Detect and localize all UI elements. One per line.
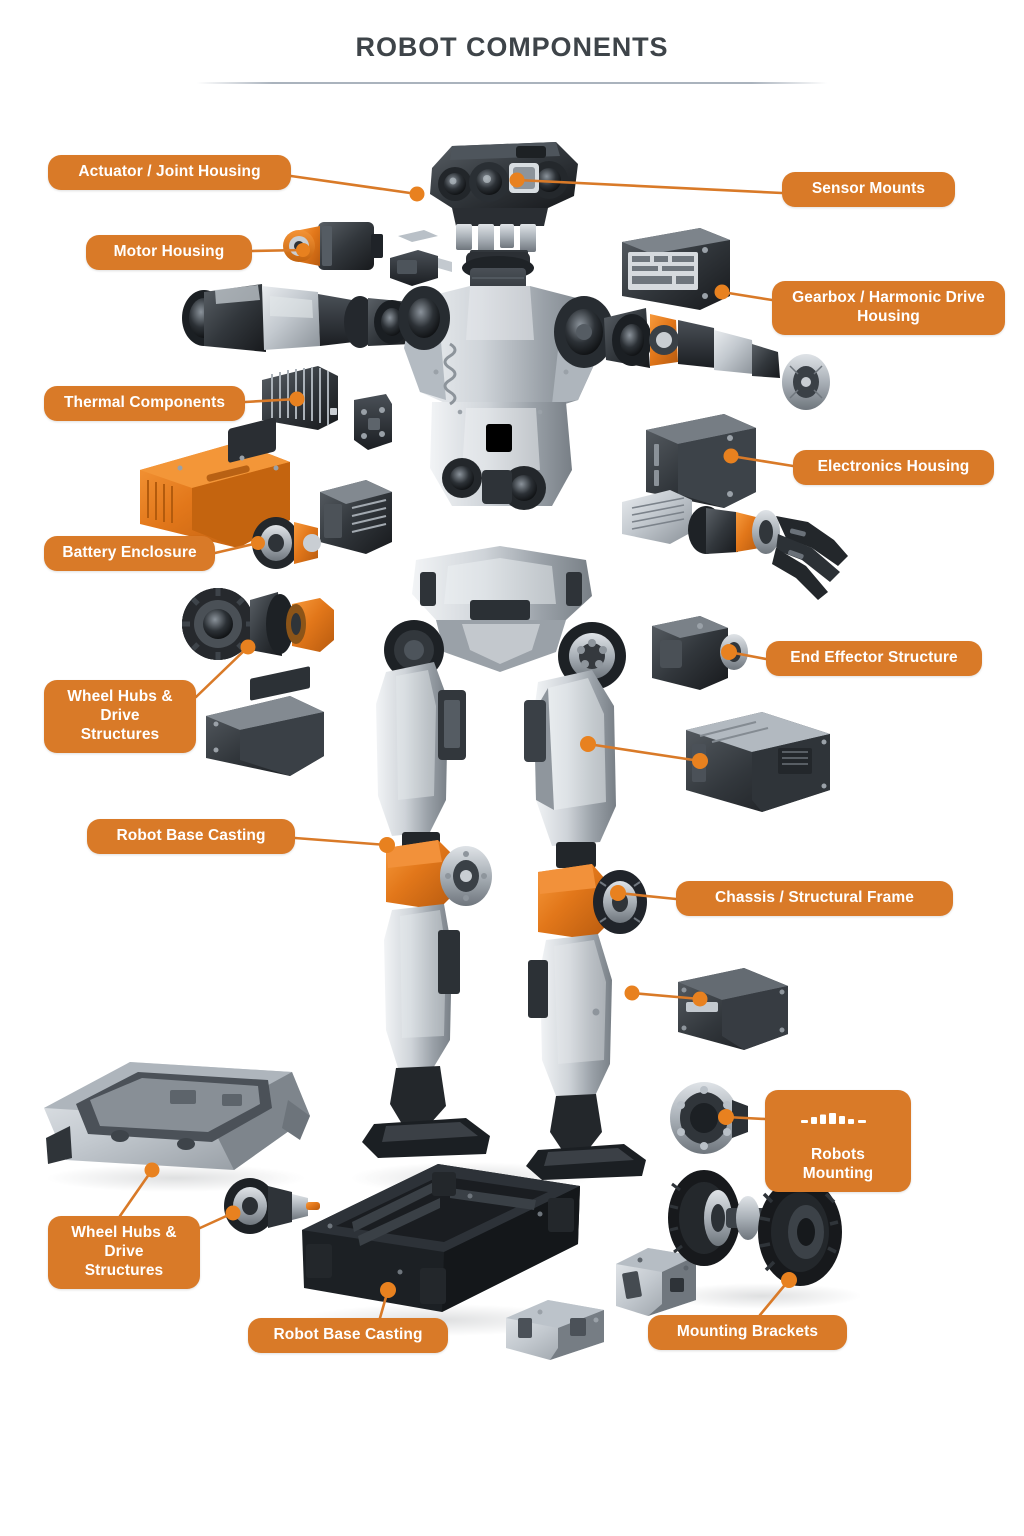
part-head-sensor-cluster bbox=[430, 142, 578, 260]
part-gearbox-box bbox=[622, 228, 730, 310]
title-divider bbox=[197, 82, 827, 84]
part-small-bracket bbox=[390, 230, 452, 286]
part-robots-mounting-hub bbox=[670, 1082, 748, 1154]
callout-label-actuator-joint-housing[interactable]: Actuator / Joint Housing bbox=[48, 155, 291, 190]
callout-label-robots-mounting-text: Robots Mounting bbox=[802, 1145, 874, 1182]
part-battery-box bbox=[140, 417, 290, 548]
callout-label-sensor-mounts[interactable]: Sensor Mounts bbox=[782, 172, 955, 207]
part-torso bbox=[398, 252, 614, 510]
part-control-box-shin bbox=[678, 968, 788, 1050]
part-electronics-box bbox=[646, 414, 756, 508]
callout-label-mounting-brackets[interactable]: Mounting Brackets bbox=[648, 1315, 847, 1350]
callout-label-robot-base-casting-frame[interactable]: Robot Base Casting bbox=[248, 1318, 448, 1353]
part-base-casting-left bbox=[44, 1062, 310, 1170]
part-actuator-box-thigh bbox=[686, 712, 830, 812]
part-flange-plate bbox=[354, 394, 392, 450]
part-mount-bracket-b bbox=[506, 1300, 604, 1360]
part-base-frame-black bbox=[302, 1164, 580, 1312]
part-driver-module bbox=[320, 480, 392, 554]
bar-chart-icon bbox=[801, 1112, 866, 1124]
part-right-arm-actuators bbox=[604, 308, 830, 410]
part-wheel-hub-large bbox=[182, 588, 334, 660]
callout-label-wheel-hubs-drive-upper[interactable]: Wheel Hubs & Drive Structures bbox=[44, 680, 196, 753]
part-small-harmonic bbox=[252, 517, 321, 569]
callout-label-electronics-housing[interactable]: Electronics Housing bbox=[793, 450, 994, 485]
callout-label-robots-mounting[interactable]: Robots Mounting bbox=[765, 1090, 911, 1192]
callout-label-robot-base-casting-knee[interactable]: Robot Base Casting bbox=[87, 819, 295, 854]
part-wrist-joint bbox=[652, 616, 748, 690]
callout-label-chassis-structural-frame[interactable]: Chassis / Structural Frame bbox=[676, 881, 953, 916]
part-battery-tray bbox=[206, 666, 324, 776]
part-motor-module bbox=[283, 222, 383, 270]
part-leg-left bbox=[362, 662, 492, 1158]
part-radiator-plate bbox=[622, 490, 692, 544]
part-leg-right bbox=[524, 670, 647, 1180]
part-pelvis bbox=[384, 546, 626, 690]
callout-label-end-effector-structure[interactable]: End Effector Structure bbox=[766, 641, 982, 676]
part-hub-motor-small bbox=[224, 1178, 320, 1234]
callout-label-gearbox-harmonic-drive[interactable]: Gearbox / Harmonic Drive Housing bbox=[772, 281, 1005, 335]
part-mount-bracket-a bbox=[616, 1248, 696, 1316]
callout-label-battery-enclosure[interactable]: Battery Enclosure bbox=[44, 536, 215, 571]
page-title: ROBOT COMPONENTS bbox=[355, 32, 669, 62]
part-gripper-assembly bbox=[688, 506, 848, 600]
callout-label-thermal-components[interactable]: Thermal Components bbox=[44, 386, 245, 421]
callout-label-wheel-hubs-drive-lower[interactable]: Wheel Hubs & Drive Structures bbox=[48, 1216, 200, 1289]
part-wheel-pair bbox=[668, 1170, 842, 1286]
callout-label-motor-housing[interactable]: Motor Housing bbox=[86, 235, 252, 270]
